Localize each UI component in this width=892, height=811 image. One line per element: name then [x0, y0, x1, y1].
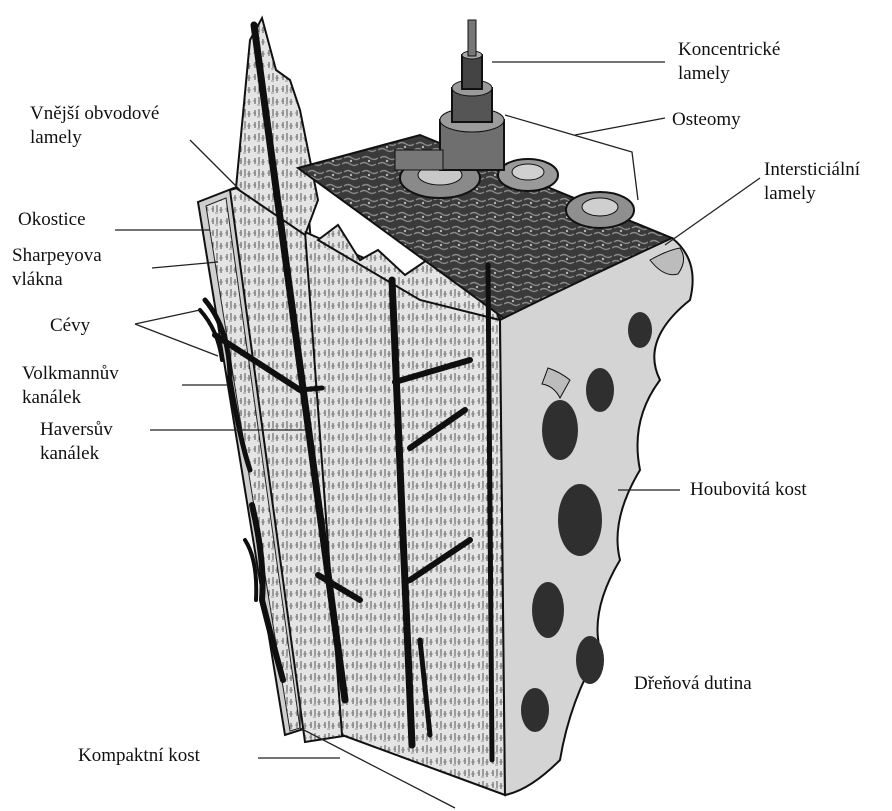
label-volkmannuv-kanalek: Volkmannův kanálek — [22, 362, 119, 410]
label-drenova-text: Dřeňová dutina — [634, 672, 752, 696]
leader-osteomy — [575, 118, 665, 135]
label-kompaktni-text: Kompaktní kost — [78, 744, 200, 768]
label-sharpeyova-vlakna: Sharpeyova vlákna — [12, 244, 102, 292]
label-houbovita-kost: Houbovitá kost — [690, 478, 807, 502]
label-havers-line2: kanálek — [40, 442, 113, 466]
label-havers-line1: Haversův — [40, 418, 113, 442]
leader-cevy-2 — [135, 324, 218, 356]
label-koncentricke-line2: lamely — [678, 62, 780, 86]
label-koncentricke-line1: Koncentrické — [678, 38, 780, 62]
spongy-bone — [500, 238, 693, 795]
label-okostice-text: Okostice — [18, 208, 86, 232]
leader-intersticialni — [665, 178, 760, 245]
label-kompaktni-kost: Kompaktní kost — [78, 744, 200, 768]
label-drenova-dutina: Dřeňová dutina — [634, 672, 752, 696]
leader-vnejsi — [190, 140, 240, 190]
label-sharpeyova-line2: vlákna — [12, 268, 102, 292]
label-osteomy-text: Osteomy — [672, 108, 741, 132]
leader-cevy-1 — [135, 310, 200, 324]
label-vnejsi-line2: lamely — [30, 126, 159, 150]
label-okostice: Okostice — [18, 208, 86, 232]
label-osteomy: Osteomy — [672, 108, 741, 132]
label-intersticialni-line1: Intersticiální — [764, 158, 860, 182]
label-intersticialni-line2: lamely — [764, 182, 860, 206]
label-cevy-text: Cévy — [50, 314, 90, 338]
label-vnejsi-obvodove-lamely: Vnější obvodové lamely — [30, 102, 159, 150]
label-intersticialni-lamely: Intersticiální lamely — [764, 158, 860, 206]
label-koncentricke-lamely: Koncentrické lamely — [678, 38, 780, 86]
label-houbovita-text: Houbovitá kost — [690, 478, 807, 502]
label-volkmann-line2: kanálek — [22, 386, 119, 410]
label-cevy: Cévy — [50, 314, 90, 338]
label-haversuv-kanalek: Haversův kanálek — [40, 418, 113, 466]
label-vnejsi-line1: Vnější obvodové — [30, 102, 159, 126]
label-sharpeyova-line1: Sharpeyova — [12, 244, 102, 268]
label-volkmann-line1: Volkmannův — [22, 362, 119, 386]
